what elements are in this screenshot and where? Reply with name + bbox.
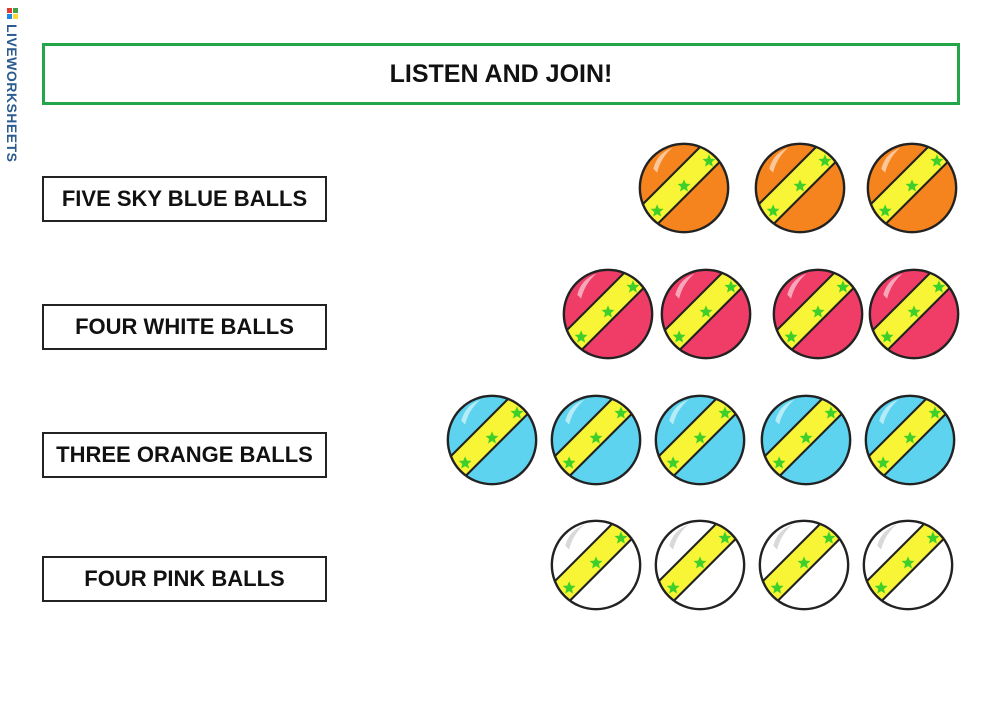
- liveworksheets-brand: LIVEWORKSHEETS: [3, 8, 21, 208]
- orange-ball[interactable]: [636, 140, 732, 236]
- sky-blue-ball[interactable]: [758, 392, 854, 488]
- pink-ball[interactable]: [866, 266, 962, 362]
- ball-icon: [760, 394, 852, 486]
- ball-icon: [868, 268, 960, 360]
- pink-ball[interactable]: [560, 266, 656, 362]
- ball-icon: [550, 519, 642, 611]
- label-sky-blue-balls[interactable]: FIVE SKY BLUE BALLS: [42, 176, 327, 222]
- label-white-balls[interactable]: FOUR WHITE BALLS: [42, 304, 327, 350]
- ball-icon: [654, 394, 746, 486]
- ball-icon: [654, 519, 746, 611]
- ball-icon: [864, 394, 956, 486]
- sky-blue-ball[interactable]: [652, 392, 748, 488]
- white-ball[interactable]: [756, 517, 852, 613]
- liveworksheets-logo-icon: [7, 8, 18, 19]
- brand-name: LIVEWORKSHEETS: [4, 24, 20, 163]
- white-ball[interactable]: [860, 517, 956, 613]
- ball-icon: [758, 519, 850, 611]
- ball-icon: [638, 142, 730, 234]
- ball-icon: [772, 268, 864, 360]
- sky-blue-ball[interactable]: [444, 392, 540, 488]
- pink-ball[interactable]: [658, 266, 754, 362]
- worksheet-title: LISTEN AND JOIN!: [42, 43, 960, 105]
- ball-icon: [550, 394, 642, 486]
- ball-icon: [754, 142, 846, 234]
- ball-icon: [446, 394, 538, 486]
- label-pink-balls[interactable]: FOUR PINK BALLS: [42, 556, 327, 602]
- ball-icon: [862, 519, 954, 611]
- ball-icon: [866, 142, 958, 234]
- label-orange-balls[interactable]: THREE ORANGE BALLS: [42, 432, 327, 478]
- orange-ball[interactable]: [752, 140, 848, 236]
- ball-icon: [562, 268, 654, 360]
- white-ball[interactable]: [652, 517, 748, 613]
- sky-blue-ball[interactable]: [548, 392, 644, 488]
- ball-icon: [660, 268, 752, 360]
- white-ball[interactable]: [548, 517, 644, 613]
- pink-ball[interactable]: [770, 266, 866, 362]
- orange-ball[interactable]: [864, 140, 960, 236]
- sky-blue-ball[interactable]: [862, 392, 958, 488]
